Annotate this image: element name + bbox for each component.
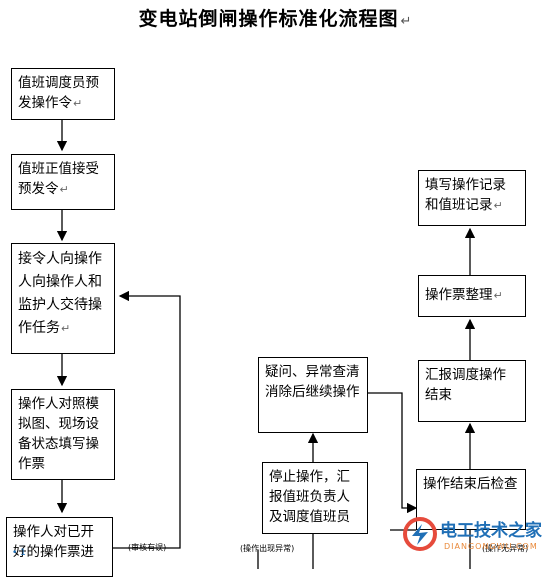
box-dispatcher-preorder-text: 值班调度员预发操作令 [18,75,99,111]
box-accept-preorder-text: 值班正值接受预发令 [18,161,99,197]
box-fill-records-text: 填写操作记录和值班记录 [425,177,506,213]
box-accept-preorder: 值班正值接受预发令↵ [11,154,115,210]
box-fill-records: 填写操作记录和值班记录↵ [418,170,526,226]
loop-review-error [113,290,181,549]
box-check-after: 操作结束后检查 [416,469,526,530]
bottom-mark: • 1 [12,548,26,558]
box-review-ticket-text: 操作人对已开好的操作票进 [13,524,94,560]
watermark-text: 电工技术之家 [440,521,542,541]
box-resolve-continue: 疑问、异常查清消除后继续操作 [258,357,368,433]
watermark-url: DIANGONGWU.COM [444,542,538,551]
box-review-ticket: 操作人对已开好的操作票进 [6,517,113,577]
logo-emblem-icon [403,517,437,551]
box-check-after-text: 操作结束后检查 [423,476,518,492]
box-resolve-continue-text: 疑问、异常查清消除后继续操作 [265,364,360,400]
box-stop-report-text: 停止操作，汇报值班负责人及调度值班员 [269,469,350,525]
box-dispatcher-preorder: 值班调度员预发操作令↵ [11,68,115,120]
arrow-b6-b11 [368,392,418,514]
box-report-finish-text: 汇报调度操作结束 [425,367,506,403]
watermark-logo: 电工技术之家 DIANGONGWU.COM [398,512,550,560]
box-stop-report: 停止操作，汇报值班负责人及调度值班员 [262,462,368,534]
box-report-finish: 汇报调度操作结束 [418,360,526,422]
title-return-mark: ↵ [400,14,413,29]
box-organize-ticket: 操作票整理↵ [418,275,526,317]
title-text: 变电站倒闸操作标准化流程图 [138,8,399,30]
note-review-error: (审核有误) [128,543,167,552]
note-operation-normal: (操作无异常) [482,544,529,553]
box-fill-ticket: 操作人对照模拟图、现场设备状态填写操作票 [11,389,115,480]
box-organize-ticket-text: 操作票整理 [425,287,493,303]
box-brief-task-text: 接令人向操作人向操作人和监护人交待操作任务 [18,251,102,336]
diagram-title: 变电站倒闸操作标准化流程图↵ [0,4,551,31]
box-fill-ticket-text: 操作人对照模拟图、现场设备状态填写操作票 [18,396,99,472]
note-operation-exception: (操作出现异常) [240,544,295,553]
box-brief-task: 接令人向操作人向操作人和监护人交待操作任务↵ [11,243,115,354]
